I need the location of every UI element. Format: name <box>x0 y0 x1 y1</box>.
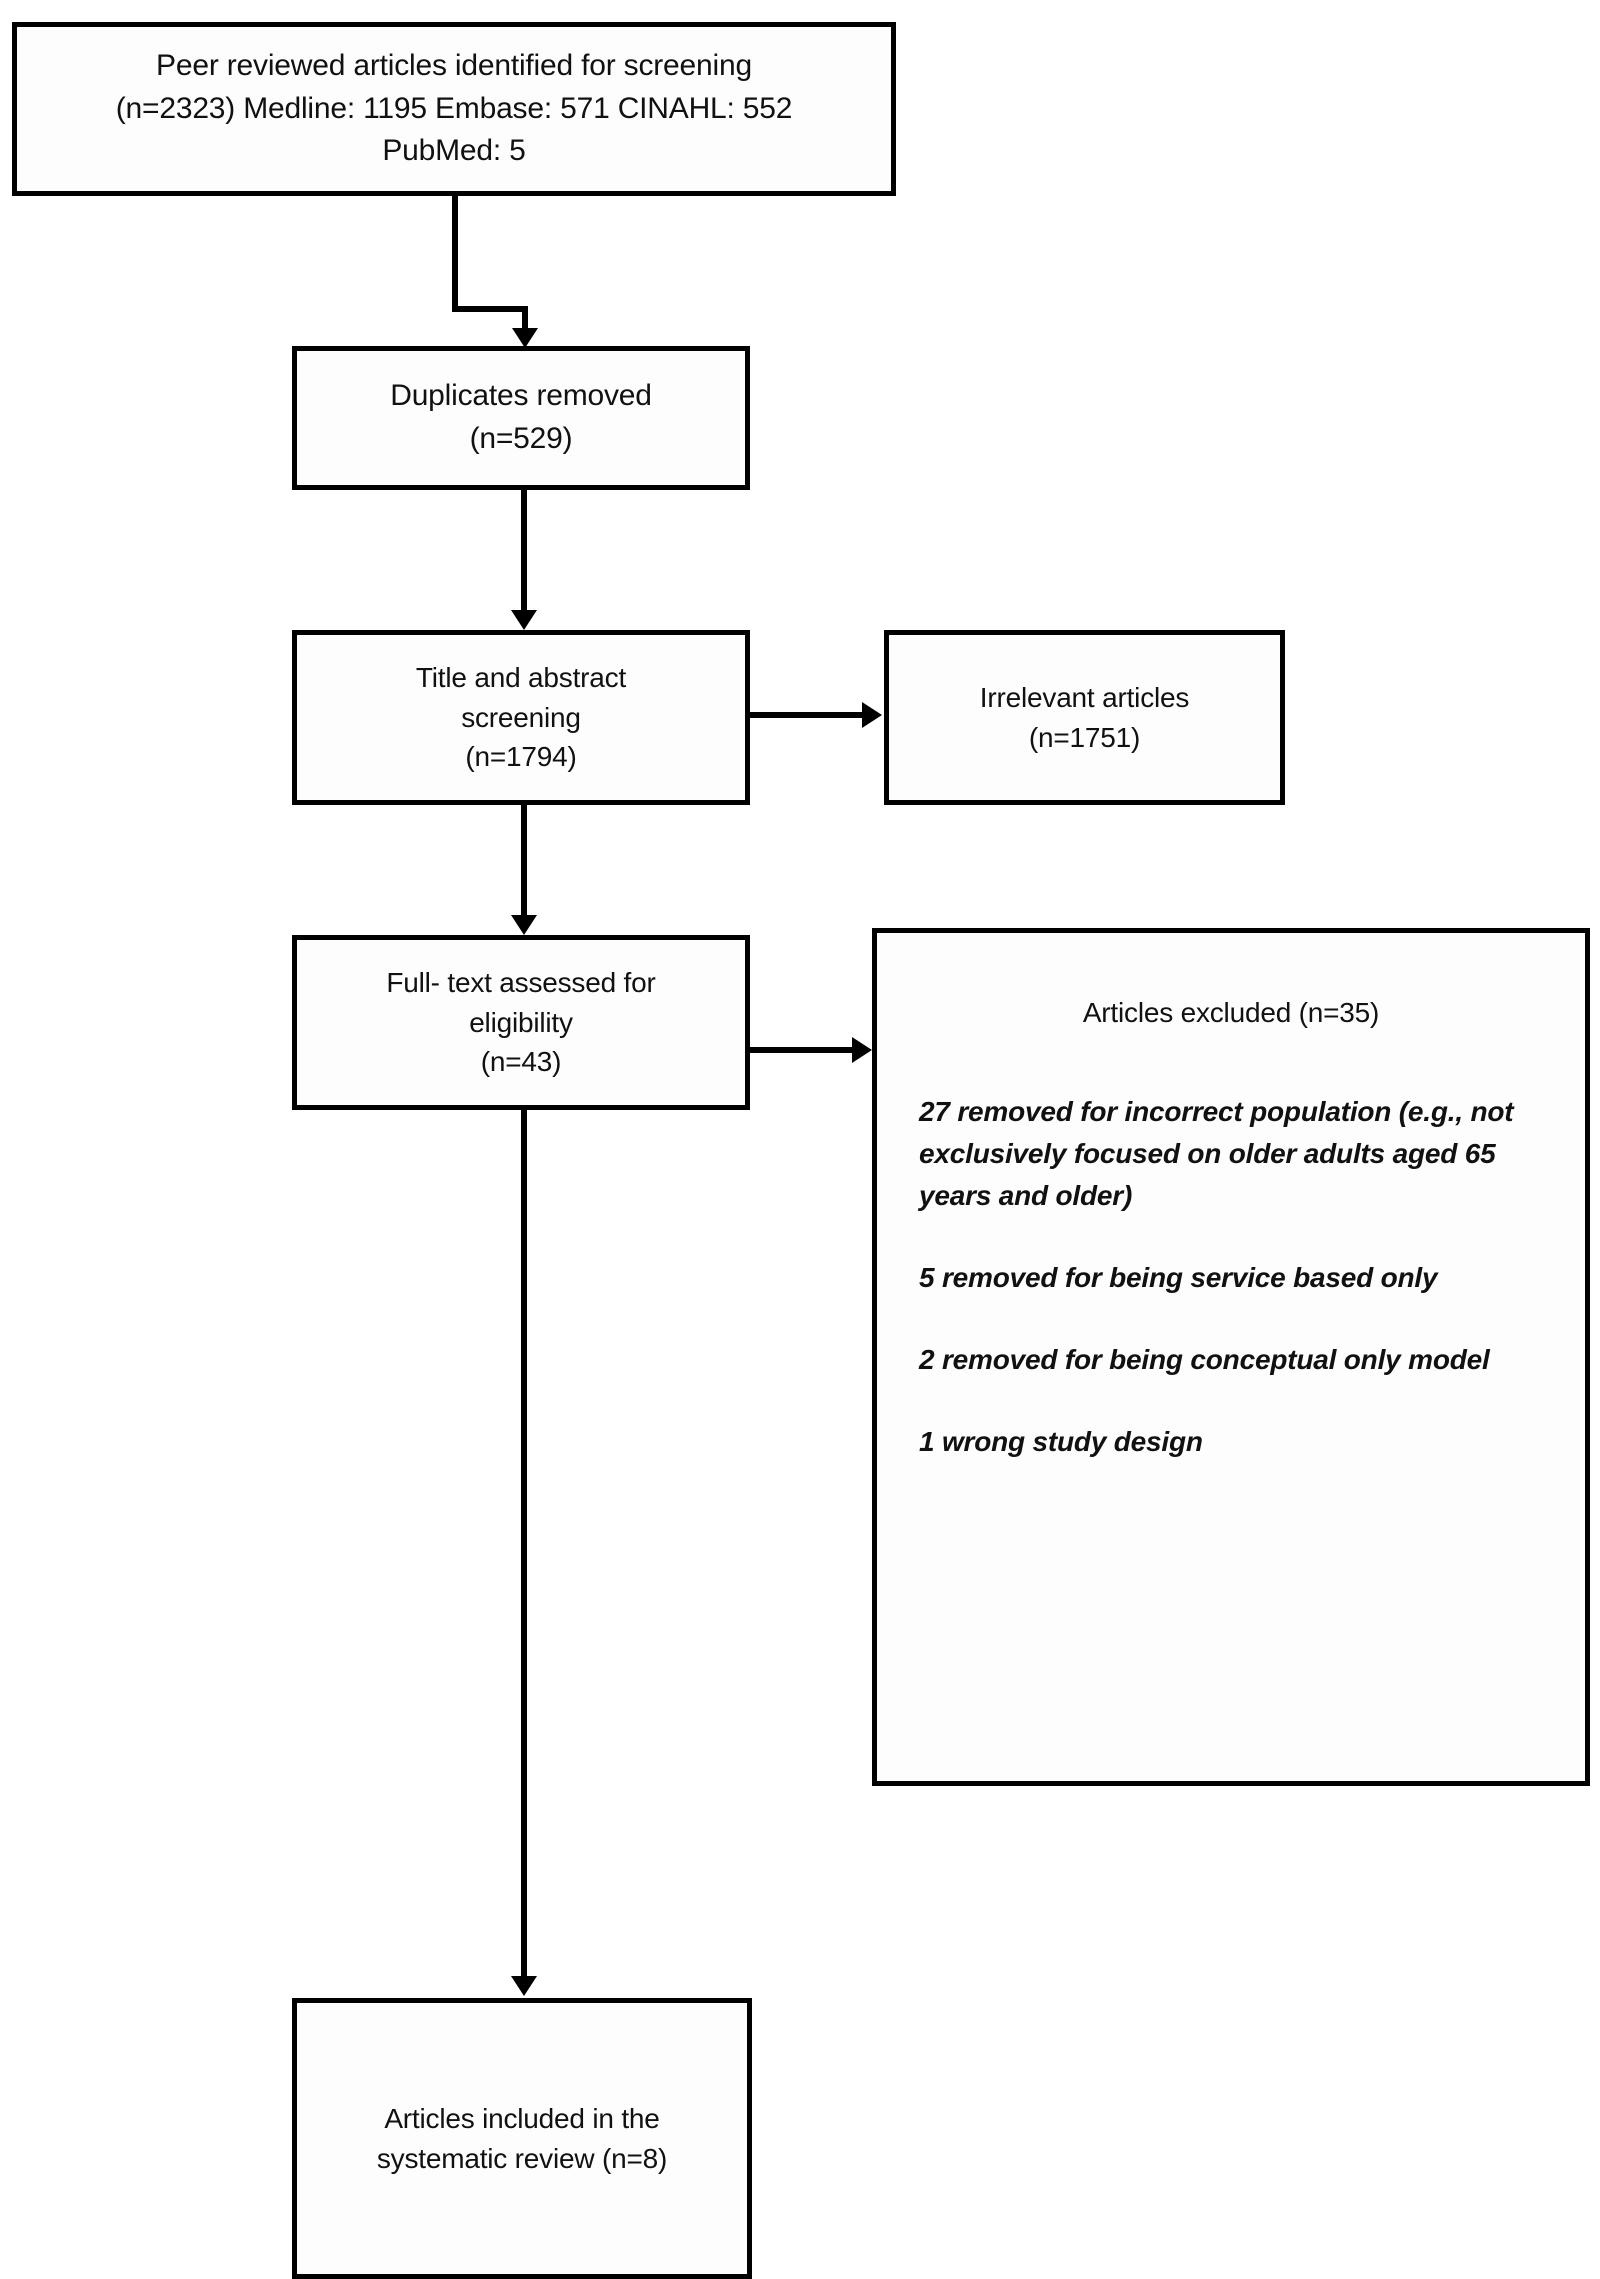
node-title-abstract-screening-line-3: (n=1794) <box>465 741 577 773</box>
arrowhead-screening-to-irrelevant <box>862 702 882 728</box>
node-irrelevant-articles-line-1: Irrelevant articles <box>979 681 1190 713</box>
node-records-identified-line-2: (n=2323) Medline: 1195 Embase: 571 CINAH… <box>115 91 793 125</box>
node-records-identified-line-1: Peer reviewed articles identified for sc… <box>156 49 752 83</box>
node-duplicates-removed: Duplicates removed (n=529) <box>292 346 750 490</box>
node-articles-excluded-heading: Articles excluded (n=35) <box>1082 997 1380 1028</box>
arrowhead-fulltext-to-excluded <box>852 1037 872 1063</box>
node-duplicates-removed-line-1: Duplicates removed <box>390 379 652 413</box>
connector-screening-to-fulltext <box>521 805 527 917</box>
connector-identified-to-duplicates-seg1 <box>452 196 458 312</box>
connector-fulltext-to-included <box>521 1110 527 1980</box>
node-articles-excluded-reason-2: 5 removed for being service based only <box>919 1261 1438 1293</box>
connector-screening-to-irrelevant <box>750 712 866 718</box>
node-title-abstract-screening-line-1: Title and abstract <box>415 661 627 693</box>
arrowhead-duplicates-to-screening <box>511 610 537 630</box>
arrowhead-fulltext-to-included <box>511 1976 537 1996</box>
node-duplicates-removed-line-2: (n=529) <box>469 422 573 455</box>
connector-fulltext-to-excluded <box>750 1047 856 1053</box>
node-irrelevant-articles: Irrelevant articles (n=1751) <box>884 630 1285 805</box>
node-title-abstract-screening: Title and abstract screening (n=1794) <box>292 630 750 805</box>
node-articles-excluded-reason-4: 1 wrong study design <box>919 1425 1203 1457</box>
node-articles-excluded: Articles excluded (n=35) 27 removed for … <box>872 928 1590 1786</box>
connector-identified-to-duplicates-seg3 <box>522 306 528 332</box>
node-articles-excluded-reason-1: 27 removed for incorrect population (e.g… <box>919 1095 1514 1211</box>
node-fulltext-assessed-line-1: Full- text assessed for <box>386 966 656 998</box>
node-title-abstract-screening-line-2: screening <box>461 701 581 733</box>
connector-identified-to-duplicates-seg2 <box>452 306 528 312</box>
node-irrelevant-articles-line-2: (n=1751) <box>1028 721 1141 753</box>
node-records-identified-line-3: PubMed: 5 <box>382 134 526 168</box>
node-articles-included-line-2: systematic review (n=8) <box>376 2142 668 2174</box>
arrowhead-identified-to-duplicates <box>512 328 538 348</box>
arrowhead-screening-to-fulltext <box>511 915 537 935</box>
node-articles-included-line-1: Articles included in the <box>384 2102 660 2134</box>
node-articles-excluded-reason-3: 2 removed for being conceptual only mode… <box>919 1343 1490 1375</box>
node-fulltext-assessed-line-3: (n=43) <box>480 1046 562 1078</box>
connector-duplicates-to-screening <box>521 490 527 612</box>
node-fulltext-assessed: Full- text assessed for eligibility (n=4… <box>292 935 750 1110</box>
node-records-identified: Peer reviewed articles identified for sc… <box>12 22 896 196</box>
node-fulltext-assessed-line-2: eligibility <box>469 1006 573 1038</box>
node-articles-included: Articles included in the systematic revi… <box>292 1998 752 2279</box>
